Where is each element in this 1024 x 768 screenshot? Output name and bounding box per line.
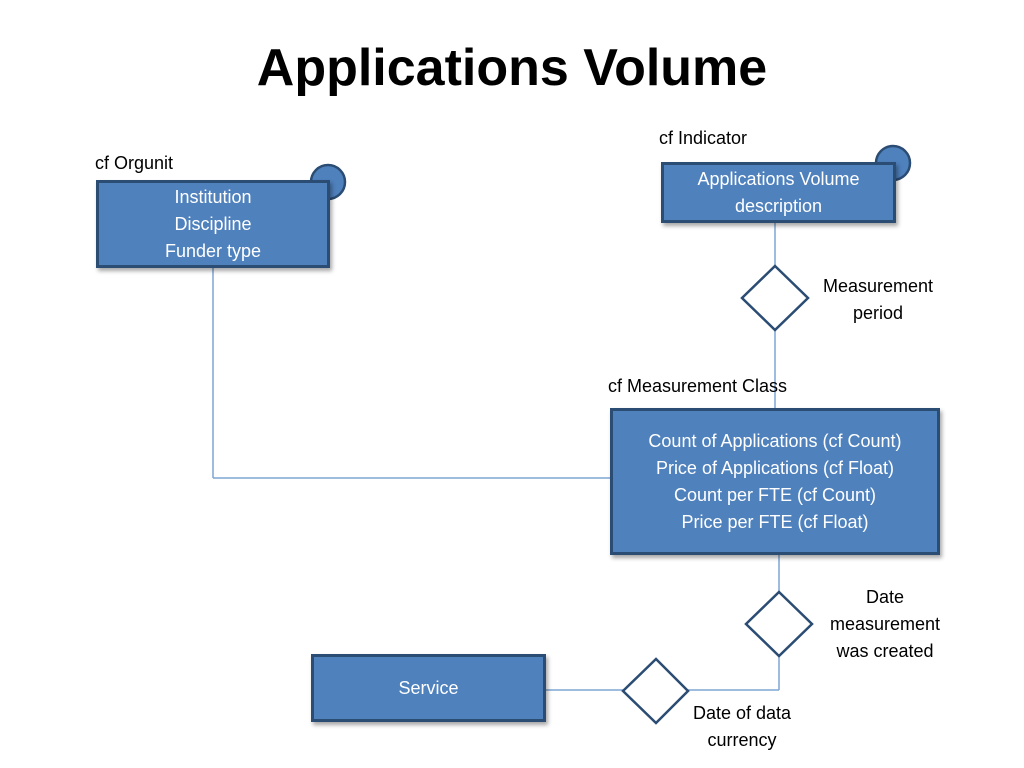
measurement-period-diamond: [740, 264, 810, 332]
measurement-box[interactable]: Count of Applications (cf Count) Price o…: [610, 408, 940, 555]
service-label: Service: [398, 677, 459, 698]
orgunit-class-label: cf Orgunit: [95, 153, 174, 173]
date-currency-line: currency: [707, 730, 777, 750]
indicator-class-label: cf Indicator: [659, 128, 748, 148]
date-currency-label: Date of data currency: [672, 700, 812, 754]
orgunit-line: Discipline: [174, 213, 252, 234]
date-currency-line: Date of data: [692, 703, 792, 723]
orgunit-box[interactable]: Institution Discipline Funder type: [96, 180, 330, 268]
date-currency-diamond: [621, 657, 690, 725]
indicator-line: description: [734, 196, 823, 216]
measurement-line: Count of Applications (cf Count): [648, 430, 902, 451]
page-title: Applications Volume: [256, 39, 768, 97]
indicator-box[interactable]: Applications Volume description: [661, 162, 896, 223]
measurement-line: Price of Applications (cf Float): [655, 457, 895, 478]
measurement-period-label: Measurement period: [808, 273, 948, 327]
measurement-line: Count per FTE (cf Count): [673, 484, 877, 505]
date-created-line: Date: [865, 587, 905, 607]
orgunit-line: Institution: [174, 186, 252, 207]
service-box[interactable]: Service: [311, 654, 546, 722]
date-created-line: was created: [836, 641, 934, 661]
measurement-period-line: Measurement: [822, 276, 934, 296]
indicator-line: Applications Volume: [697, 169, 860, 189]
date-created-diamond: [744, 590, 814, 658]
orgunit-line: Funder type: [164, 240, 262, 261]
measurement-line: Price per FTE (cf Float): [681, 511, 869, 532]
date-created-line: measurement: [829, 614, 941, 634]
measurement-period-line: period: [852, 303, 904, 323]
date-created-label: Date measurement was created: [815, 584, 955, 665]
measurement-class-label: cf Measurement Class: [608, 376, 788, 396]
